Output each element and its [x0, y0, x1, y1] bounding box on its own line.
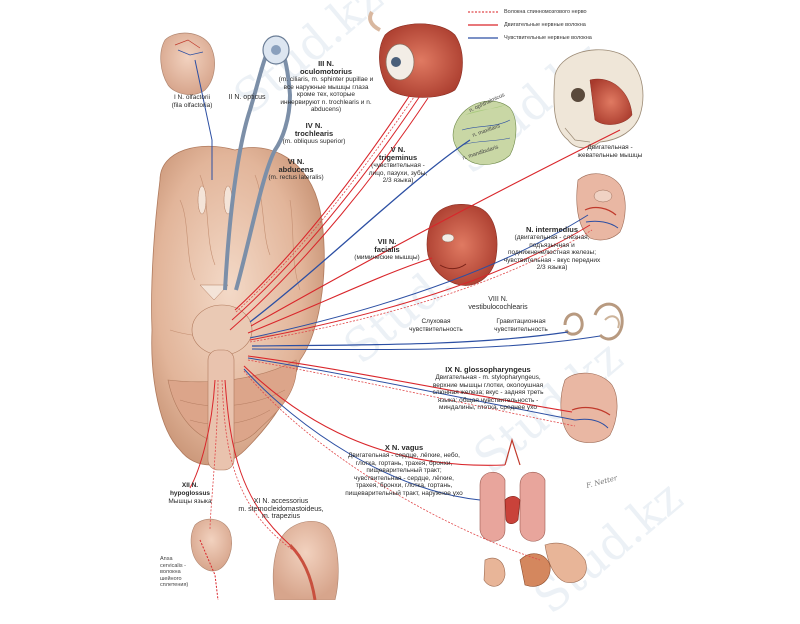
label-accessory: XI N. accessorius m. sternocleidomastoid…	[226, 498, 336, 521]
intermedius-desc2: подъязычная и	[529, 241, 575, 249]
abducens-desc: (m. rectus lateralis)	[268, 174, 324, 181]
intermedius-desc1: (двигательная - слёзная,	[514, 234, 590, 241]
olfactory-desc: (fila olfactoria)	[171, 101, 213, 109]
legend-sensory-label: Чувствительные нервные волокна	[504, 35, 592, 41]
head-sagittal-upper	[576, 173, 626, 241]
vagus-desc5: трахея, бронхи, глотка, гортань,	[355, 482, 453, 489]
optic-nerve-drawing	[223, 35, 293, 291]
trochlear-title2: trochlearis	[294, 129, 334, 138]
intermedius-title: N. intermedius	[525, 225, 579, 234]
oculomotor-desc5: abducens)	[310, 106, 342, 113]
facial-desc: (мимические мышцы)	[354, 254, 420, 261]
vagus-desc6: пищеварительный тракт, наружное ухо	[345, 489, 463, 497]
olfactory-drawing	[160, 32, 215, 180]
vestibulocochlear-title: VIII N.	[488, 296, 508, 303]
label-hearing: Слуховая чувствительность	[398, 318, 474, 333]
trigeminal-desc3: 2/3 языка)	[382, 177, 414, 184]
label-abducens: VI N. abducens (m. rectus lateralis)	[246, 158, 346, 182]
label-optic: II N. opticus	[222, 94, 272, 102]
neck-drawing	[272, 521, 339, 600]
vagus-title: X N. vagus	[384, 443, 424, 452]
cranial-nerves-illustration	[151, 10, 644, 600]
intermedius-desc5: 2/3 языка)	[536, 264, 568, 271]
label-gravity: Гравитационная чувствительность	[482, 318, 560, 333]
oculomotor-title2: oculomotorius	[299, 67, 353, 76]
visceral-organs-drawing	[479, 437, 587, 587]
label-ansa-cervicalis: Ansa cervicalis - волокна шейного сплете…	[160, 556, 188, 589]
ansa-line4: шейного	[160, 575, 182, 582]
vagus-desc3: пищеварительный тракт;	[366, 467, 442, 474]
trochlear-desc: (m. obliquus superior)	[282, 138, 346, 145]
abducens-title2: abducens	[278, 165, 314, 174]
accessory-title: XI N. accessorius	[253, 498, 309, 505]
glossopharyngeal-desc3: слюнная железа; вкус - задняя треть	[432, 389, 544, 396]
label-oculomotor: III N. oculomotorius (m. ciliaris, m. sp…	[272, 60, 380, 114]
glossopharyngeal-title: IX N. glossopharyngeus	[445, 365, 531, 374]
trigeminal-title: V N.	[390, 145, 406, 154]
glossopharyngeal-desc1: Двигательная - m. stylopharyngeus,	[435, 374, 541, 381]
brain-base	[151, 145, 325, 471]
nerve-tracts	[189, 94, 621, 561]
label-facial: VII N. facialis (мимические мышцы)	[350, 238, 424, 262]
label-hypoglossal: XII N. hypoglossus Мышцы языка	[160, 482, 220, 506]
skull-drawing	[553, 49, 644, 149]
gravity-line2: чувствительность	[494, 325, 548, 333]
accessory-desc1: m. sternocleidomastoideus,	[238, 505, 324, 513]
label-trigeminal-motor: Двигательная - жевательные мышцы	[570, 144, 650, 159]
glossopharyngeal-desc2: верхние мышцы глотки, околоушная	[432, 381, 544, 389]
trigeminal-desc2: лицо, пазухи, зубы,	[368, 169, 428, 177]
glossopharyngeal-desc5: миндалины, глотка, среднее ухо	[439, 404, 537, 411]
oculomotor-desc3: кроме тех, которые	[296, 91, 355, 98]
optic-title: II N. opticus	[228, 94, 266, 101]
facial-muscles-drawing	[426, 204, 498, 286]
glossopharyngeal-desc4: языка; общая чувствительность -	[437, 396, 539, 404]
legend	[468, 11, 498, 39]
vagus-desc2: глотка, гортань, трахея, бронхи,	[355, 459, 453, 467]
oculomotor-desc4: иннервируют n. trochlearis и n.	[280, 98, 372, 106]
inner-ear-drawing	[563, 302, 624, 341]
vagus-desc4: чувствительная - сердце, лёгкие,	[354, 474, 454, 482]
label-vestibulocochlear: VIII N. vestibulocochlearis	[448, 296, 548, 311]
oculomotor-title: III N.	[318, 59, 334, 68]
hypoglossal-desc: Мышцы языка	[168, 498, 212, 505]
abducens-title: VI N.	[287, 157, 305, 166]
label-olfactory: I N. olfactorii (fila olfactoria)	[170, 94, 214, 109]
facial-title: VII N.	[377, 237, 397, 246]
legend-motor-label: Двигательные нервные волокна	[504, 22, 586, 28]
label-glossopharyngeal: IX N. glossopharyngeus Двигательная - m.…	[418, 366, 558, 412]
intermedius-desc3: поднижнечелюстная железы;	[507, 249, 597, 256]
trigeminal-title2: trigeminus	[378, 153, 418, 162]
oculomotor-desc1: (m. ciliaris, m. sphinter pupillae и	[278, 76, 374, 83]
ansa-line3: волокна	[160, 569, 181, 575]
accessory-desc2: m. trapezius	[261, 513, 301, 520]
face-sensory-map	[452, 100, 517, 165]
label-trigeminal: V N. trigeminus (чувствительная - лицо, …	[358, 146, 438, 185]
label-vagus: X N. vagus Двигательная - сердце, лёгкие…	[334, 444, 474, 497]
ansa-line5: сплетения)	[160, 582, 189, 588]
head-sagittal-lower	[560, 372, 618, 443]
olfactory-title: I N. olfactorii	[173, 94, 211, 101]
legend-parasympathetic-label: Волокна спинномозгового нерво	[504, 9, 587, 15]
oculomotor-desc2: все наружные мышцы глаза	[283, 83, 369, 91]
ansa-line2: cervicalis -	[160, 562, 186, 569]
ansa-line1: Ansa	[160, 556, 173, 562]
hypoglossal-title: XII N.	[181, 482, 199, 489]
ansa-cervicalis-drawing	[190, 518, 232, 600]
facial-title2: facialis	[374, 245, 400, 254]
hypoglossal-title2: hypoglossus	[169, 490, 211, 497]
trigeminal-motor: Двигательная -	[587, 144, 633, 151]
eye-muscles-drawing	[368, 10, 463, 98]
intermedius-desc4: чувствительная - вкус передних	[503, 256, 601, 264]
vagus-desc1: Двигательная - сердце, лёгкие, небо,	[348, 452, 460, 459]
label-intermedius: N. intermedius (двигательная - слёзная, …	[492, 226, 612, 272]
gravity-line1: Гравитационная	[496, 318, 546, 325]
trigeminal-motor2: жевательные мышцы	[577, 151, 643, 159]
trigeminal-desc1: (чувствительная -	[371, 162, 425, 169]
label-trochlear: IV N. trochlearis (m. obliquus superior)	[264, 122, 364, 146]
hearing-line2: чувствительность	[409, 325, 463, 333]
vestibulocochlear-title2: vestibulocochlearis	[468, 303, 528, 311]
hearing-line1: Слуховая	[421, 318, 451, 325]
page: Stud.kz Stud.kz Stud.kz Stud.kz Stud.kz	[151, 0, 693, 624]
trochlear-title: IV N.	[305, 121, 323, 130]
